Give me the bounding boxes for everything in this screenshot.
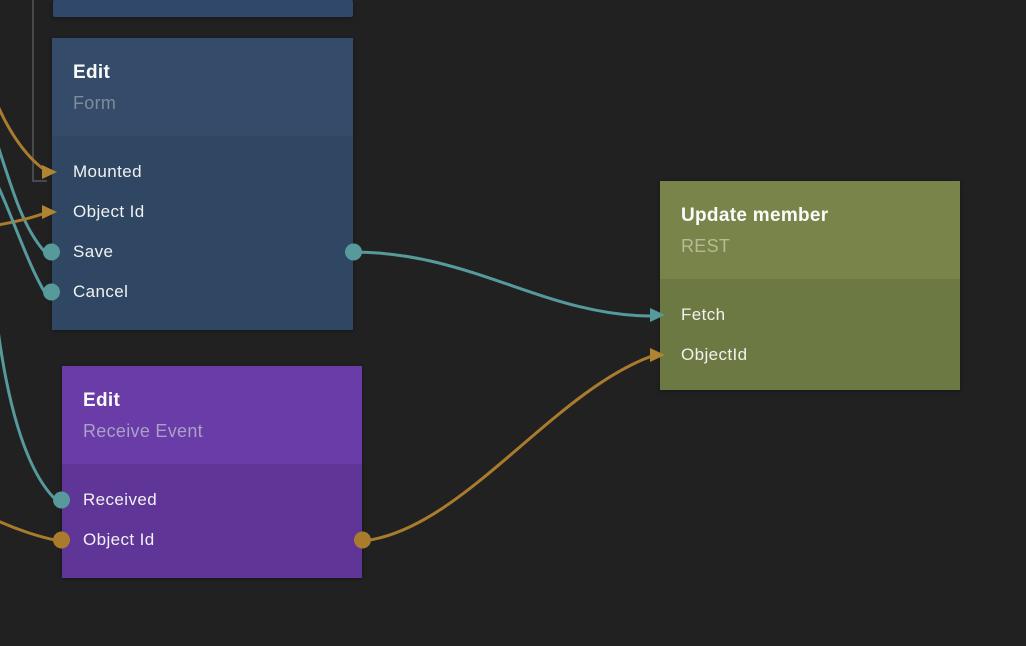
node-subtitle: Receive Event	[83, 421, 203, 441]
port-arrow-icon	[650, 348, 665, 362]
port-dot-icon	[43, 243, 60, 261]
node-title: Update member	[681, 205, 829, 226]
node-subtitle: REST	[681, 236, 731, 256]
port-arrow-icon	[42, 165, 57, 179]
port-object-id[interactable]: Object Id	[53, 520, 362, 560]
port-arrow-icon	[650, 308, 665, 322]
connection-left-to-objectid-form[interactable]	[0, 211, 47, 227]
port-objectid[interactable]: ObjectId	[650, 335, 960, 375]
port-label: Mounted	[73, 162, 142, 181]
node-title: Edit	[73, 62, 111, 83]
connection-top-to-mounted[interactable]	[32, 0, 47, 182]
port-label: Fetch	[681, 305, 726, 324]
port-dot-icon	[43, 283, 60, 301]
connection-left-to-save[interactable]	[0, 146, 46, 253]
port-label: Save	[73, 242, 114, 261]
port-object-id[interactable]: Object Id	[42, 192, 353, 232]
connection-left-to-objectid-receive[interactable]	[0, 520, 57, 542]
port-label: Object Id	[73, 202, 145, 221]
connection-left-to-received[interactable]	[0, 330, 57, 501]
port-fetch[interactable]: Fetch	[650, 295, 960, 335]
port-label: Object Id	[83, 530, 155, 549]
output-dot-icon[interactable]	[354, 531, 371, 549]
port-cancel[interactable]: Cancel	[43, 272, 353, 312]
output-dot-icon[interactable]	[345, 243, 362, 261]
port-arrow-icon	[42, 205, 57, 219]
port-label: ObjectId	[681, 345, 748, 364]
connection-objectid-to-objectid[interactable]	[361, 354, 654, 543]
port-dot-icon	[53, 531, 70, 549]
port-label: Cancel	[73, 282, 129, 301]
connection-left-to-cancel[interactable]	[0, 186, 46, 293]
port-received[interactable]: Received	[53, 480, 362, 520]
node-title: Edit	[83, 390, 121, 411]
connection-left-to-mounted[interactable]	[0, 106, 47, 172]
port-label: Received	[83, 490, 158, 509]
node-subtitle: Form	[73, 93, 117, 113]
node-partial-node[interactable]	[53, 0, 353, 17]
port-dot-icon	[53, 491, 70, 509]
port-save[interactable]: Save	[43, 232, 353, 272]
port-mounted[interactable]: Mounted	[42, 152, 353, 192]
connection-save-to-fetch[interactable]	[351, 250, 654, 318]
